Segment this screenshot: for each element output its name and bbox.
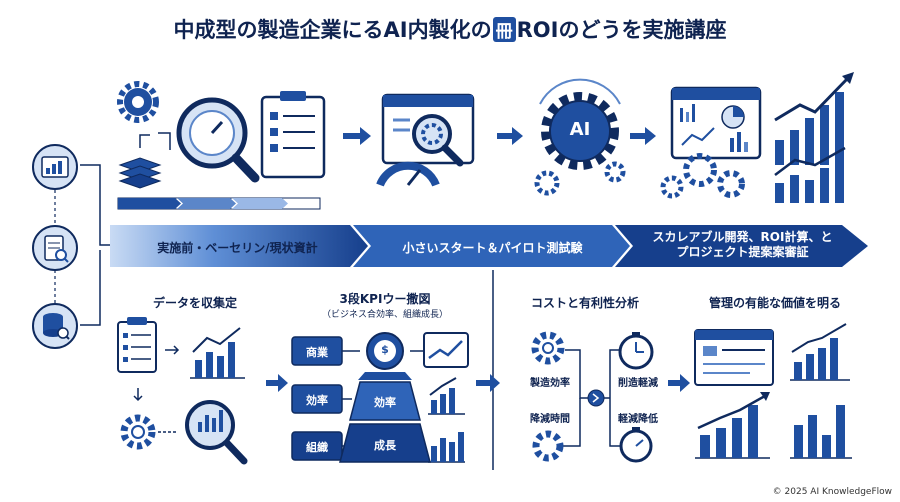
arrow-icon — [668, 374, 690, 392]
magnifier-gauge-icon — [176, 97, 260, 183]
cost-analysis-graphics — [531, 331, 654, 463]
kpi-label-commerce: 商業 — [306, 346, 328, 359]
checklist-clipboard-icon — [260, 91, 326, 179]
arrow-icon — [476, 374, 500, 392]
cost-item-manufacturing-efficiency: 製造効率 — [530, 378, 570, 389]
ai-badge: AI — [569, 119, 591, 140]
ai-gear-icon — [534, 78, 626, 196]
cost-title: コストと有利性分析 — [530, 296, 639, 310]
arrow-icon — [343, 127, 656, 145]
value-title: 管理の有能な価値を明る — [708, 296, 841, 310]
value-graphics — [694, 323, 852, 459]
arrow-icon — [266, 374, 288, 392]
stage-3-label-line1: スカレアブル開発、ROI計算、と — [652, 230, 833, 244]
kpi-pyramid — [291, 332, 469, 463]
kpi-label-organization: 組織 — [306, 441, 328, 454]
dashboard-icon — [660, 86, 762, 199]
left-database-icon — [32, 303, 78, 349]
stacked-layers-icon — [118, 132, 171, 189]
kpi-title: 3段KPIウー撒図 — [339, 292, 431, 306]
left-clipboard-icon — [32, 225, 78, 271]
stage-2-label: 小さいスタート＆パイロト測試験 — [402, 241, 583, 255]
cost-item-cost-reduction: 削造軽減 — [618, 378, 658, 389]
cost-item-reduction-decrease: 軽減降低 — [618, 414, 658, 425]
title-prefix: 中成型の製造企業にるAI内製化の — [173, 18, 492, 42]
progress-bar — [117, 197, 321, 210]
collect-icons — [117, 317, 248, 465]
stage-3-label-line2: プロジェクト提案案審証 — [676, 245, 809, 259]
dollar-icon: $ — [381, 343, 389, 356]
kpi-tier-efficiency: 効率 — [374, 396, 396, 409]
stage-1-label: 実施前・ベーセリン/現状資計 — [157, 241, 318, 255]
title-mark: 冊 — [492, 17, 516, 42]
left-chart-icon — [32, 144, 78, 190]
browser-search-icon — [376, 93, 475, 187]
growth-bar-chart-icon — [774, 72, 854, 203]
stage-3-label: スカレアブル開発、ROI計算、と プロジェクト提案案審証 — [635, 230, 850, 260]
left-connector — [54, 164, 110, 326]
collect-title: データを収集定 — [152, 296, 237, 310]
gear-icon-top-left — [117, 81, 159, 123]
kpi-label-efficiency: 効率 — [306, 394, 328, 407]
stage-banner — [110, 225, 868, 267]
copyright: © 2025 AI KnowledgeFlow — [772, 487, 892, 497]
kpi-tier-growth: 成長 — [374, 439, 396, 452]
cost-item-time-reduction: 降減時間 — [530, 414, 570, 425]
kpi-subtitle: （ビジネス合効率、組織成長） — [321, 310, 448, 320]
title-suffix: ROIのどうを実施講座 — [516, 18, 727, 42]
